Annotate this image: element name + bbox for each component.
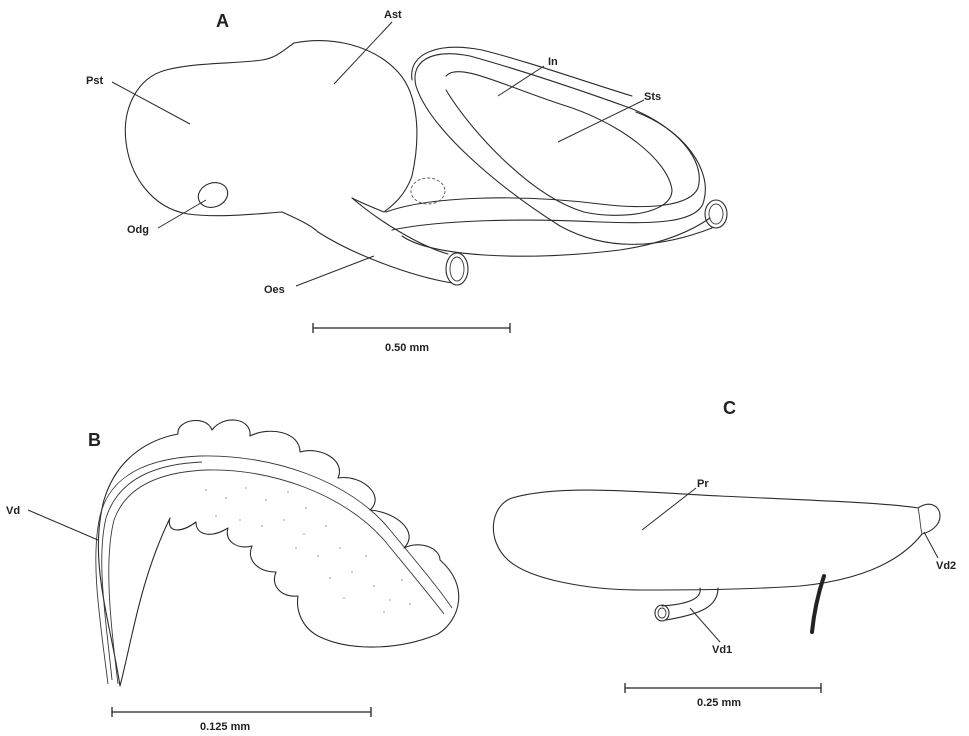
panel-b-scale-bar: 0.125 mm bbox=[112, 707, 371, 733]
panel-c-letter: C bbox=[723, 398, 736, 418]
label-vd2: Vd2 bbox=[936, 560, 956, 572]
vas-deferens-channel bbox=[102, 462, 202, 680]
panel-a-letter: A bbox=[216, 11, 229, 31]
vd1-inner bbox=[666, 588, 718, 620]
label-ast: Ast bbox=[384, 9, 402, 21]
gland-dots bbox=[205, 487, 411, 613]
panel-a: A Ast In Pst Sts Odg Oes bbox=[86, 9, 727, 354]
vd2-leader bbox=[924, 532, 938, 558]
panel-b-scale-label: 0.125 mm bbox=[200, 721, 250, 733]
ast-leader bbox=[334, 22, 392, 84]
label-sts: Sts bbox=[644, 91, 661, 103]
intestine-opening-inner bbox=[709, 204, 723, 224]
odg-leader bbox=[158, 200, 206, 228]
panel-c-scale-bar: 0.25 mm bbox=[625, 683, 821, 709]
panel-b-letter: B bbox=[88, 430, 101, 450]
oesophagus-opening-inner bbox=[450, 257, 464, 281]
stomach-outline bbox=[125, 41, 417, 232]
label-oes: Oes bbox=[264, 284, 285, 296]
pr-leader bbox=[642, 488, 696, 530]
label-vd: Vd bbox=[6, 505, 20, 517]
pst-leader bbox=[112, 82, 190, 124]
panel-a-scale-bar: 0.50 mm bbox=[313, 323, 510, 354]
vd1-outer bbox=[662, 588, 700, 606]
prostate-tip bbox=[918, 508, 922, 534]
in-leader bbox=[498, 66, 544, 96]
sts-leader bbox=[558, 100, 644, 142]
vas-deferens-inner bbox=[109, 470, 444, 684]
oesophagus-lower-wall bbox=[318, 232, 452, 283]
vd-leader bbox=[28, 510, 98, 540]
panel-a-scale-label: 0.50 mm bbox=[385, 342, 429, 354]
panel-c-scale-label: 0.25 mm bbox=[697, 697, 741, 709]
oesophagus-upper-wall bbox=[352, 198, 448, 254]
panel-c: C Pr Vd1 Vd2 0.25 mm bbox=[493, 398, 956, 709]
gland-outline bbox=[98, 420, 458, 686]
vd1-opening bbox=[655, 605, 669, 621]
intestine-inner-wall bbox=[392, 47, 710, 256]
label-pst: Pst bbox=[86, 75, 103, 87]
oesophagus-opening-outer bbox=[446, 253, 468, 285]
vd1-opening-inner bbox=[658, 608, 666, 618]
oes-leader bbox=[296, 256, 374, 286]
panel-b: B Vd 0.125 mm bbox=[6, 420, 459, 733]
label-odg: Odg bbox=[127, 224, 149, 236]
intestine-outer-wall bbox=[386, 54, 712, 245]
hidden-structure-dashed bbox=[411, 178, 445, 204]
label-in: In bbox=[548, 56, 558, 68]
oesophageal-gland bbox=[195, 179, 231, 212]
label-vd1: Vd1 bbox=[712, 644, 732, 656]
label-pr: Pr bbox=[697, 478, 709, 490]
vd1-leader bbox=[690, 608, 720, 642]
prostate-outline bbox=[493, 490, 940, 590]
